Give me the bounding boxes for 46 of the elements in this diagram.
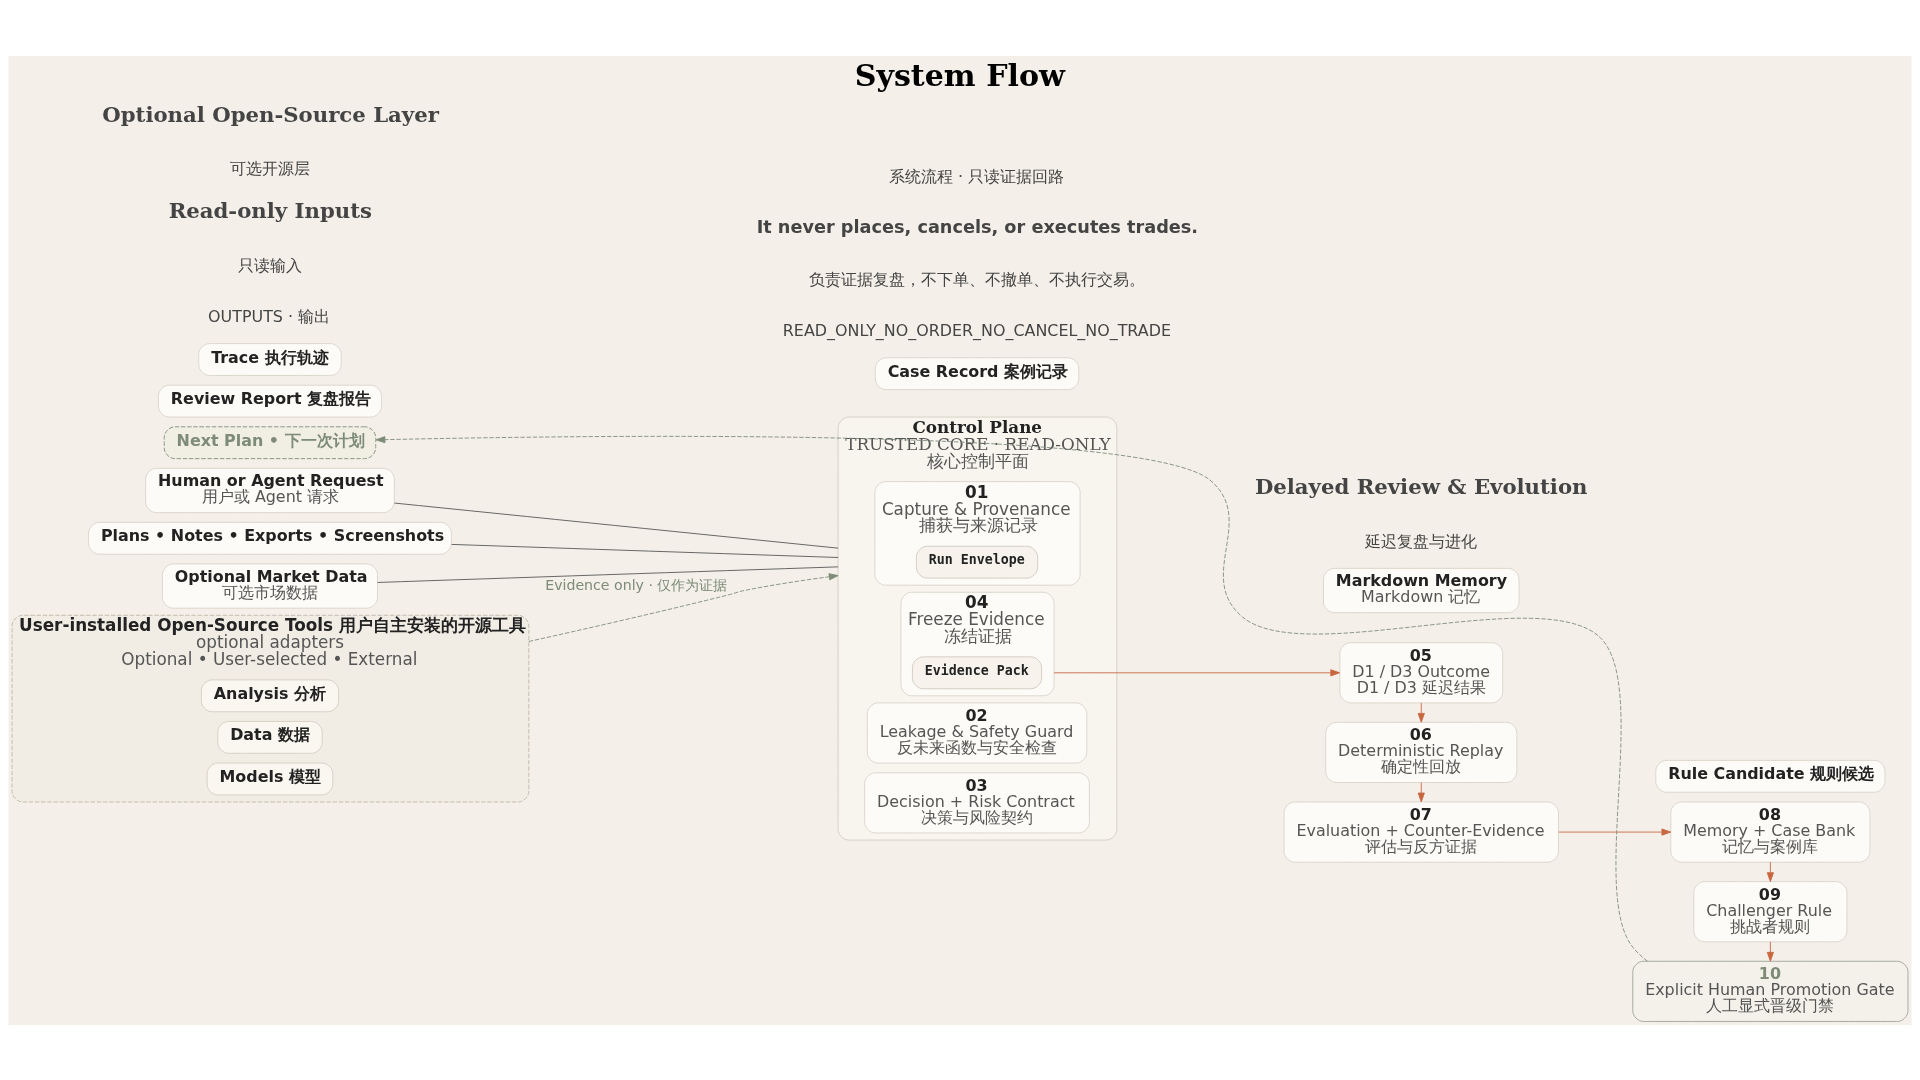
node-box: Case Record 案例记录 <box>874 356 1080 390</box>
node-box: 10 Explicit Human Promotion Gate 人工显式晋级门禁 <box>1632 960 1909 1022</box>
label: OUTPUTS · 输出 <box>208 306 331 326</box>
connector <box>394 502 839 549</box>
arrow <box>528 572 839 642</box>
node-box: Plans • Notes • Exports • Screenshots <box>88 521 452 555</box>
node-box: Data 数据 <box>217 720 323 754</box>
label: 只读输入 <box>237 255 302 275</box>
node-box: Optional Market Data 可选市场数据 <box>162 563 378 609</box>
label: READ_ONLY_NO_ORDER_NO_CANCEL_NO_TRADE <box>782 320 1171 340</box>
label: 系统流程 · 只读证据回路 <box>888 166 1065 186</box>
edge-label: Evidence only · 仅作为证据 <box>545 576 728 593</box>
node-box: Next Plan • 下一次计划 <box>163 425 377 459</box>
node-box: 02 Leakage & Safety Guard 反未来函数与安全检查 <box>866 701 1088 763</box>
arrow <box>375 435 1648 962</box>
node-box: 07 Evaluation + Counter-Evidence 评估与反方证据 <box>1283 801 1559 863</box>
node-box: 03 Decision + Risk Contract 决策与风险契约 <box>864 771 1090 833</box>
arrow <box>1053 668 1341 676</box>
node-box: Models 模型 <box>206 762 334 795</box>
connector <box>451 543 839 558</box>
label: 可选开源层 <box>229 158 310 178</box>
node-box: 06 Deterministic Replay 确定性回放 <box>1325 721 1518 783</box>
node-box: Run Envelope <box>915 545 1039 579</box>
node-box: Analysis 分析 <box>200 678 339 712</box>
node-box: Rule Candidate 规则候选 <box>1655 759 1886 793</box>
label: Delayed Review & Evolution <box>1254 473 1588 499</box>
diagram-title: System Flow <box>854 57 1065 93</box>
arrow <box>1417 781 1425 802</box>
connector <box>377 565 839 583</box>
node-box: Human or Agent Request 用户或 Agent 请求 <box>145 467 395 513</box>
arrow <box>1766 861 1774 882</box>
arrow <box>1558 828 1672 836</box>
node-box: Markdown Memory Markdown 记忆 <box>1323 567 1520 613</box>
node-box: Review Report 复盘报告 <box>158 384 382 417</box>
label: 负责证据复盘，不下单、不撤单、不执行交易。 <box>809 269 1146 289</box>
arrow <box>1417 702 1425 723</box>
label: Read-only Inputs <box>168 197 372 223</box>
node-box: 09 Challenger Rule 挑战者规则 <box>1693 880 1848 942</box>
node-box: Evidence Pack <box>912 655 1043 689</box>
arrow <box>1766 940 1774 962</box>
label: It never places, cancels, or executes trades. <box>756 216 1199 237</box>
node-box: 08 Memory + Case Bank 记忆与案例库 <box>1670 801 1871 863</box>
label: Optional Open-Source Layer <box>102 101 439 127</box>
node-box: 05 D1 / D3 Outcome D1 / D3 延迟结果 <box>1339 641 1504 703</box>
label: 延迟复盘与进化 <box>1365 531 1478 551</box>
node-box: Trace 执行轨迹 <box>198 342 342 376</box>
